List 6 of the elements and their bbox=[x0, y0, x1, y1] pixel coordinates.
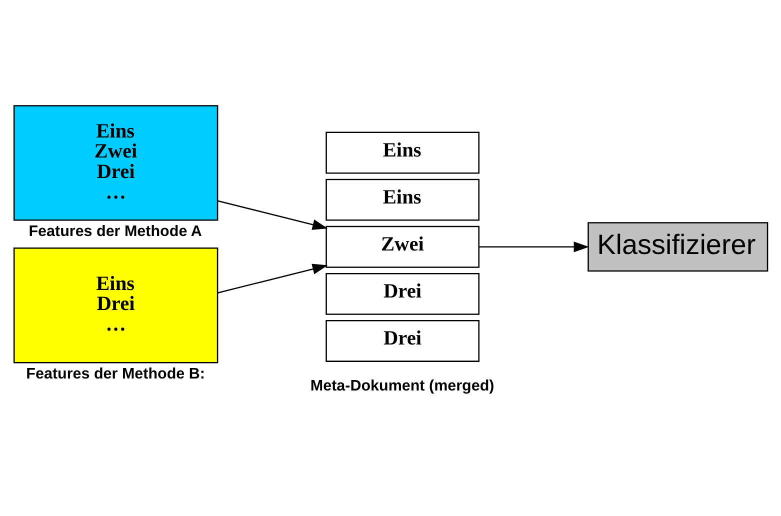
arrow bbox=[218, 264, 328, 294]
label: Meta-Dokument (merged) bbox=[310, 378, 494, 395]
arrow bbox=[478, 242, 590, 252]
node-label: Features der Methode A bbox=[28, 223, 202, 240]
node-label: Features der Methode B: bbox=[26, 366, 205, 383]
arrow bbox=[218, 200, 328, 230]
